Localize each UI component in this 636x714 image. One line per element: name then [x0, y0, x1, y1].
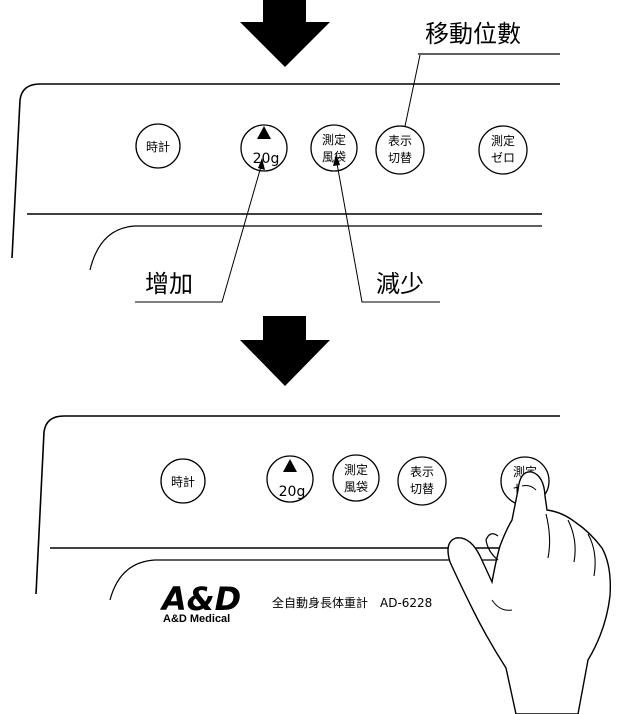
- callout-increase-arrowhead: [258, 158, 265, 170]
- cuff-button-2-label-2: 風袋: [344, 480, 368, 494]
- display-switch-button-label-2: 切替: [388, 151, 412, 165]
- zero-button-label-2: ゼロ: [491, 151, 515, 165]
- down-arrow-top: [240, 0, 330, 67]
- product-name-text: 全自動身長体重計 AD-6228: [272, 595, 432, 610]
- display-switch-button-label-1: 表示: [388, 134, 412, 148]
- display-switch-button-2-label-2: 切替: [410, 482, 434, 496]
- zero-button[interactable]: 測定 ゼロ: [478, 125, 528, 175]
- callout-increase: 增加: [145, 270, 193, 298]
- and-logo-subtitle: A&D Medical: [163, 613, 230, 625]
- callout-move-digit: 移動位數: [425, 20, 521, 48]
- triangle-up-icon: [283, 459, 297, 472]
- display-switch-button[interactable]: 表示 切替: [375, 125, 425, 175]
- up-20g-button[interactable]: 20g: [240, 124, 288, 172]
- down-arrow-middle: [240, 316, 330, 386]
- hand-illustration: [447, 471, 612, 714]
- panel-top: 時計 20g 測定 風袋 表示 切替 測定 ゼロ: [11, 83, 560, 271]
- and-logo: A&D A&D Medical: [159, 580, 241, 625]
- callout-decrease-arrowhead: [333, 154, 340, 166]
- callout-increase-leader: [135, 162, 263, 303]
- up-20g-button-label: 20g: [253, 151, 280, 167]
- callout-decrease: 減少: [376, 270, 424, 298]
- panel-bottom: 時計 20g 測定 風袋 表示 切替 測定 ゼ A&D A&D Medical …: [35, 415, 560, 625]
- and-logo-mark: A&D: [159, 580, 241, 618]
- display-switch-button-2[interactable]: 表示 切替: [397, 456, 447, 506]
- display-switch-button-2-label-1: 表示: [410, 465, 434, 479]
- callout-decrease-leader: [335, 157, 440, 303]
- cuff-button-2[interactable]: 測定 風袋: [332, 454, 380, 502]
- triangle-up-icon: [257, 126, 271, 139]
- zero-button-label-1: 測定: [491, 133, 515, 148]
- cuff-button-label-1: 測定: [322, 132, 346, 147]
- up-20g-button-2[interactable]: 20g: [266, 455, 314, 503]
- up-20g-button-2-label: 20g: [279, 484, 306, 500]
- clock-button-label: 時計: [146, 139, 170, 154]
- cuff-button-label-2: 風袋: [322, 150, 346, 164]
- clock-button-2[interactable]: 時計: [160, 458, 206, 504]
- cuff-button-2-label-1: 測定: [344, 462, 368, 477]
- clock-button[interactable]: 時計: [135, 123, 181, 169]
- cuff-button[interactable]: 測定 風袋: [310, 124, 358, 172]
- clock-button-2-label: 時計: [171, 474, 195, 489]
